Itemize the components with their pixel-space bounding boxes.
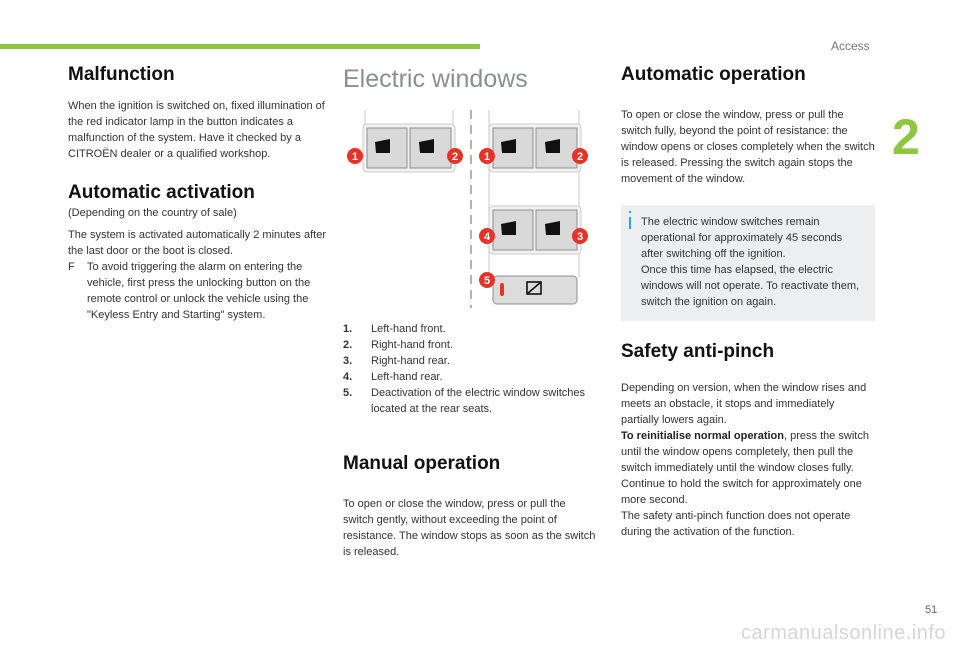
info-text: The electric window switches remain oper… xyxy=(641,215,843,260)
switch-legend-list: 1.Left-hand front. 2.Right-hand front. 3… xyxy=(343,321,599,417)
list-item: 5.Deactivation of the electric window sw… xyxy=(343,387,585,415)
marker-3: 3 xyxy=(572,228,588,244)
window-icon xyxy=(375,139,390,153)
lock-window-icon xyxy=(526,281,542,295)
safety-anti-pinch-heading: Safety anti-pinch xyxy=(621,340,775,362)
anti-pinch-note: The safety anti-pinch function does not … xyxy=(621,509,851,538)
info-icon xyxy=(629,210,631,213)
marker-2b: 2 xyxy=(572,148,588,164)
marker-label: 1 xyxy=(352,151,358,163)
marker-4: 4 xyxy=(479,228,495,244)
marker-2a: 2 xyxy=(447,148,463,164)
list-item: 2.Right-hand front. xyxy=(343,339,453,351)
anti-pinch-text: Depending on version, when the window ri… xyxy=(621,381,867,426)
info-icon-stem xyxy=(629,216,631,229)
marker-label: 2 xyxy=(577,151,583,163)
column-right: Automatic operation To open or close the… xyxy=(621,64,875,540)
window-switches-illustration: 1 2 1 2 4 3 5 xyxy=(347,110,588,308)
header-accent-bar xyxy=(0,44,480,49)
reinitialise-label: To reinitialise normal operation xyxy=(621,429,784,442)
list-item: 1.Left-hand front. xyxy=(343,323,446,335)
manual-operation-heading: Manual operation xyxy=(343,453,501,474)
window-icon xyxy=(545,139,560,153)
manual-operation-text: To open or close the window, press or pu… xyxy=(343,497,596,558)
marker-label: 5 xyxy=(484,275,490,287)
info-text-2: Once this time has elapsed, the electric… xyxy=(641,263,860,308)
malfunction-text: When the ignition is switched on, fixed … xyxy=(68,99,325,160)
marker-label: 2 xyxy=(452,151,458,163)
deactivation-switch xyxy=(492,275,578,305)
automatic-activation-heading: Automatic activation xyxy=(68,181,255,203)
window-icon xyxy=(419,139,434,153)
marker-label: 4 xyxy=(484,231,491,243)
watermark: carmanualsonline.info xyxy=(740,622,946,644)
section-label: Access xyxy=(831,39,870,53)
marker-5: 5 xyxy=(479,272,495,288)
column-left: Malfunction When the ignition is switche… xyxy=(68,64,326,323)
column-middle: Electric windows xyxy=(343,64,599,560)
reinitialise-text: To reinitialise normal operation, press … xyxy=(621,428,875,508)
marker-1a: 1 xyxy=(347,148,363,164)
list-item: 4.Left-hand rear. xyxy=(343,371,443,383)
marker-label: 1 xyxy=(484,151,490,163)
window-switches-figure: 1 2 1 2 4 3 5 xyxy=(343,108,599,308)
window-icon xyxy=(545,221,560,235)
bullet-text: To avoid triggering the alarm on enterin… xyxy=(87,260,311,321)
indicator-lamp xyxy=(500,283,504,296)
page-number: 51 xyxy=(925,604,938,616)
bullet-marker: F xyxy=(68,260,75,273)
activation-text: The system is activated automatically 2 … xyxy=(68,228,326,257)
marker-1b: 1 xyxy=(479,148,495,164)
lock-window-icon-slash xyxy=(526,281,542,295)
chapter-number: 2 xyxy=(892,109,920,165)
automatic-operation-heading: Automatic operation xyxy=(621,64,806,85)
malfunction-heading: Malfunction xyxy=(68,64,175,85)
window-icon xyxy=(501,221,516,235)
window-icon xyxy=(501,139,516,153)
info-box: The electric window switches remain oper… xyxy=(621,204,875,321)
automatic-operation-text: To open or close the window, press or pu… xyxy=(621,108,875,185)
alarm-bullet: F To avoid triggering the alarm on enter… xyxy=(68,259,326,323)
list-item: 3.Right-hand rear. xyxy=(343,355,450,367)
electric-windows-title: Electric windows xyxy=(343,65,528,93)
reinitialise-instructions: , press the switch until the window open… xyxy=(621,429,869,506)
marker-label: 3 xyxy=(577,231,583,243)
country-note: (Depending on the country of sale) xyxy=(68,206,237,219)
